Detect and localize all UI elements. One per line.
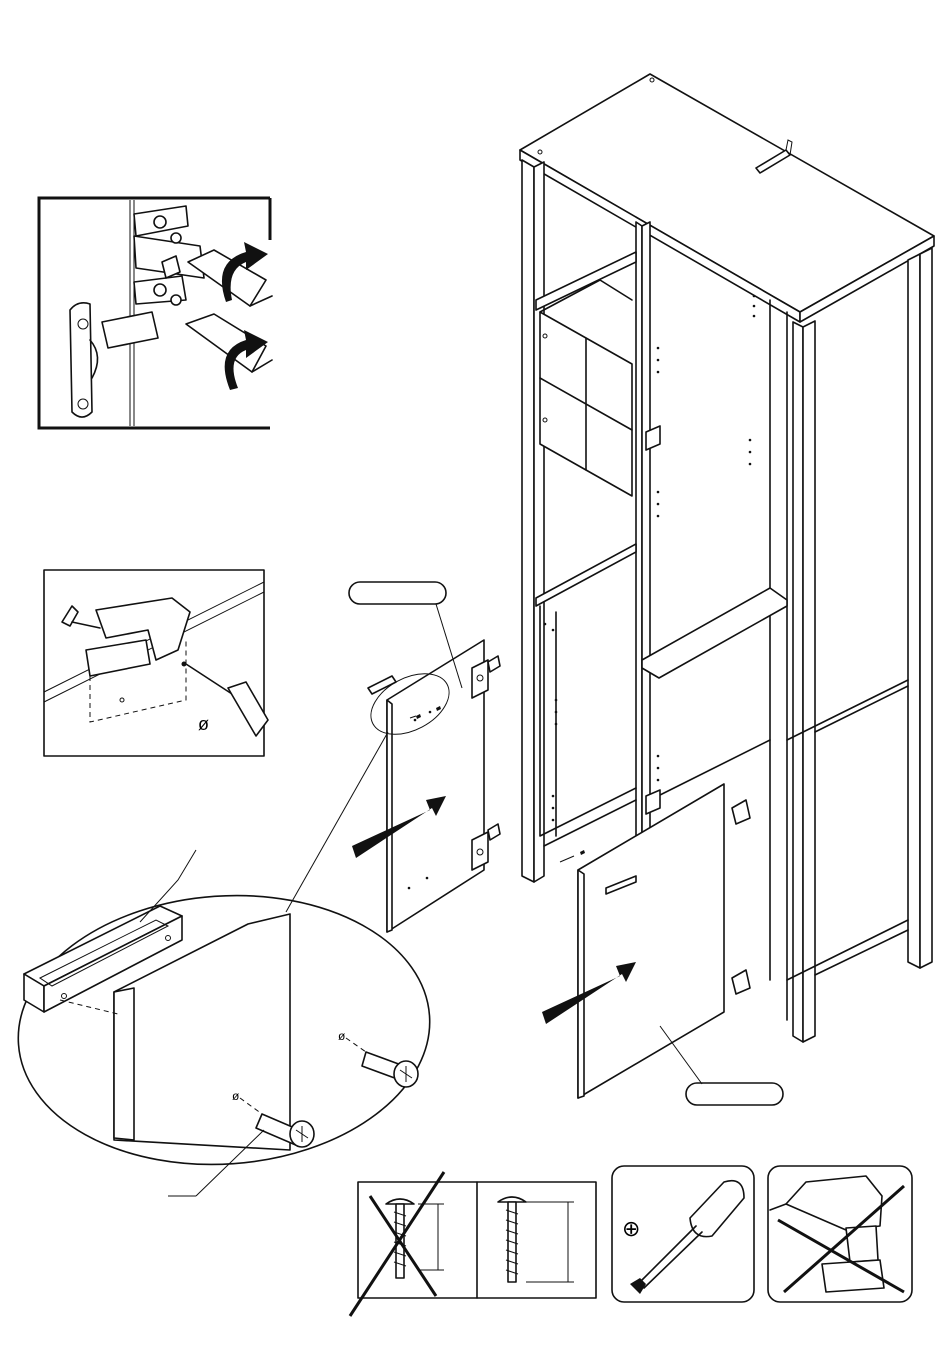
screwdriver-allowed: ⊕	[612, 1166, 754, 1302]
left-door	[387, 640, 500, 932]
screw-length-check	[350, 1172, 596, 1316]
handle-screw-detail: ø ø	[9, 732, 439, 1196]
drill-jig-detail: ø	[44, 570, 268, 756]
diameter-symbol: ø	[198, 714, 209, 734]
bottom-door	[560, 784, 750, 1098]
power-drill-forbidden	[768, 1166, 912, 1302]
callout-left-door	[349, 582, 446, 604]
callout-bottom-door	[686, 1083, 783, 1105]
diameter-symbol-1: ø	[232, 1089, 240, 1103]
diameter-symbol-2: ø	[338, 1029, 346, 1043]
hinge-adjust-detail	[39, 198, 272, 428]
phillips-symbol: ⊕	[622, 1216, 640, 1241]
